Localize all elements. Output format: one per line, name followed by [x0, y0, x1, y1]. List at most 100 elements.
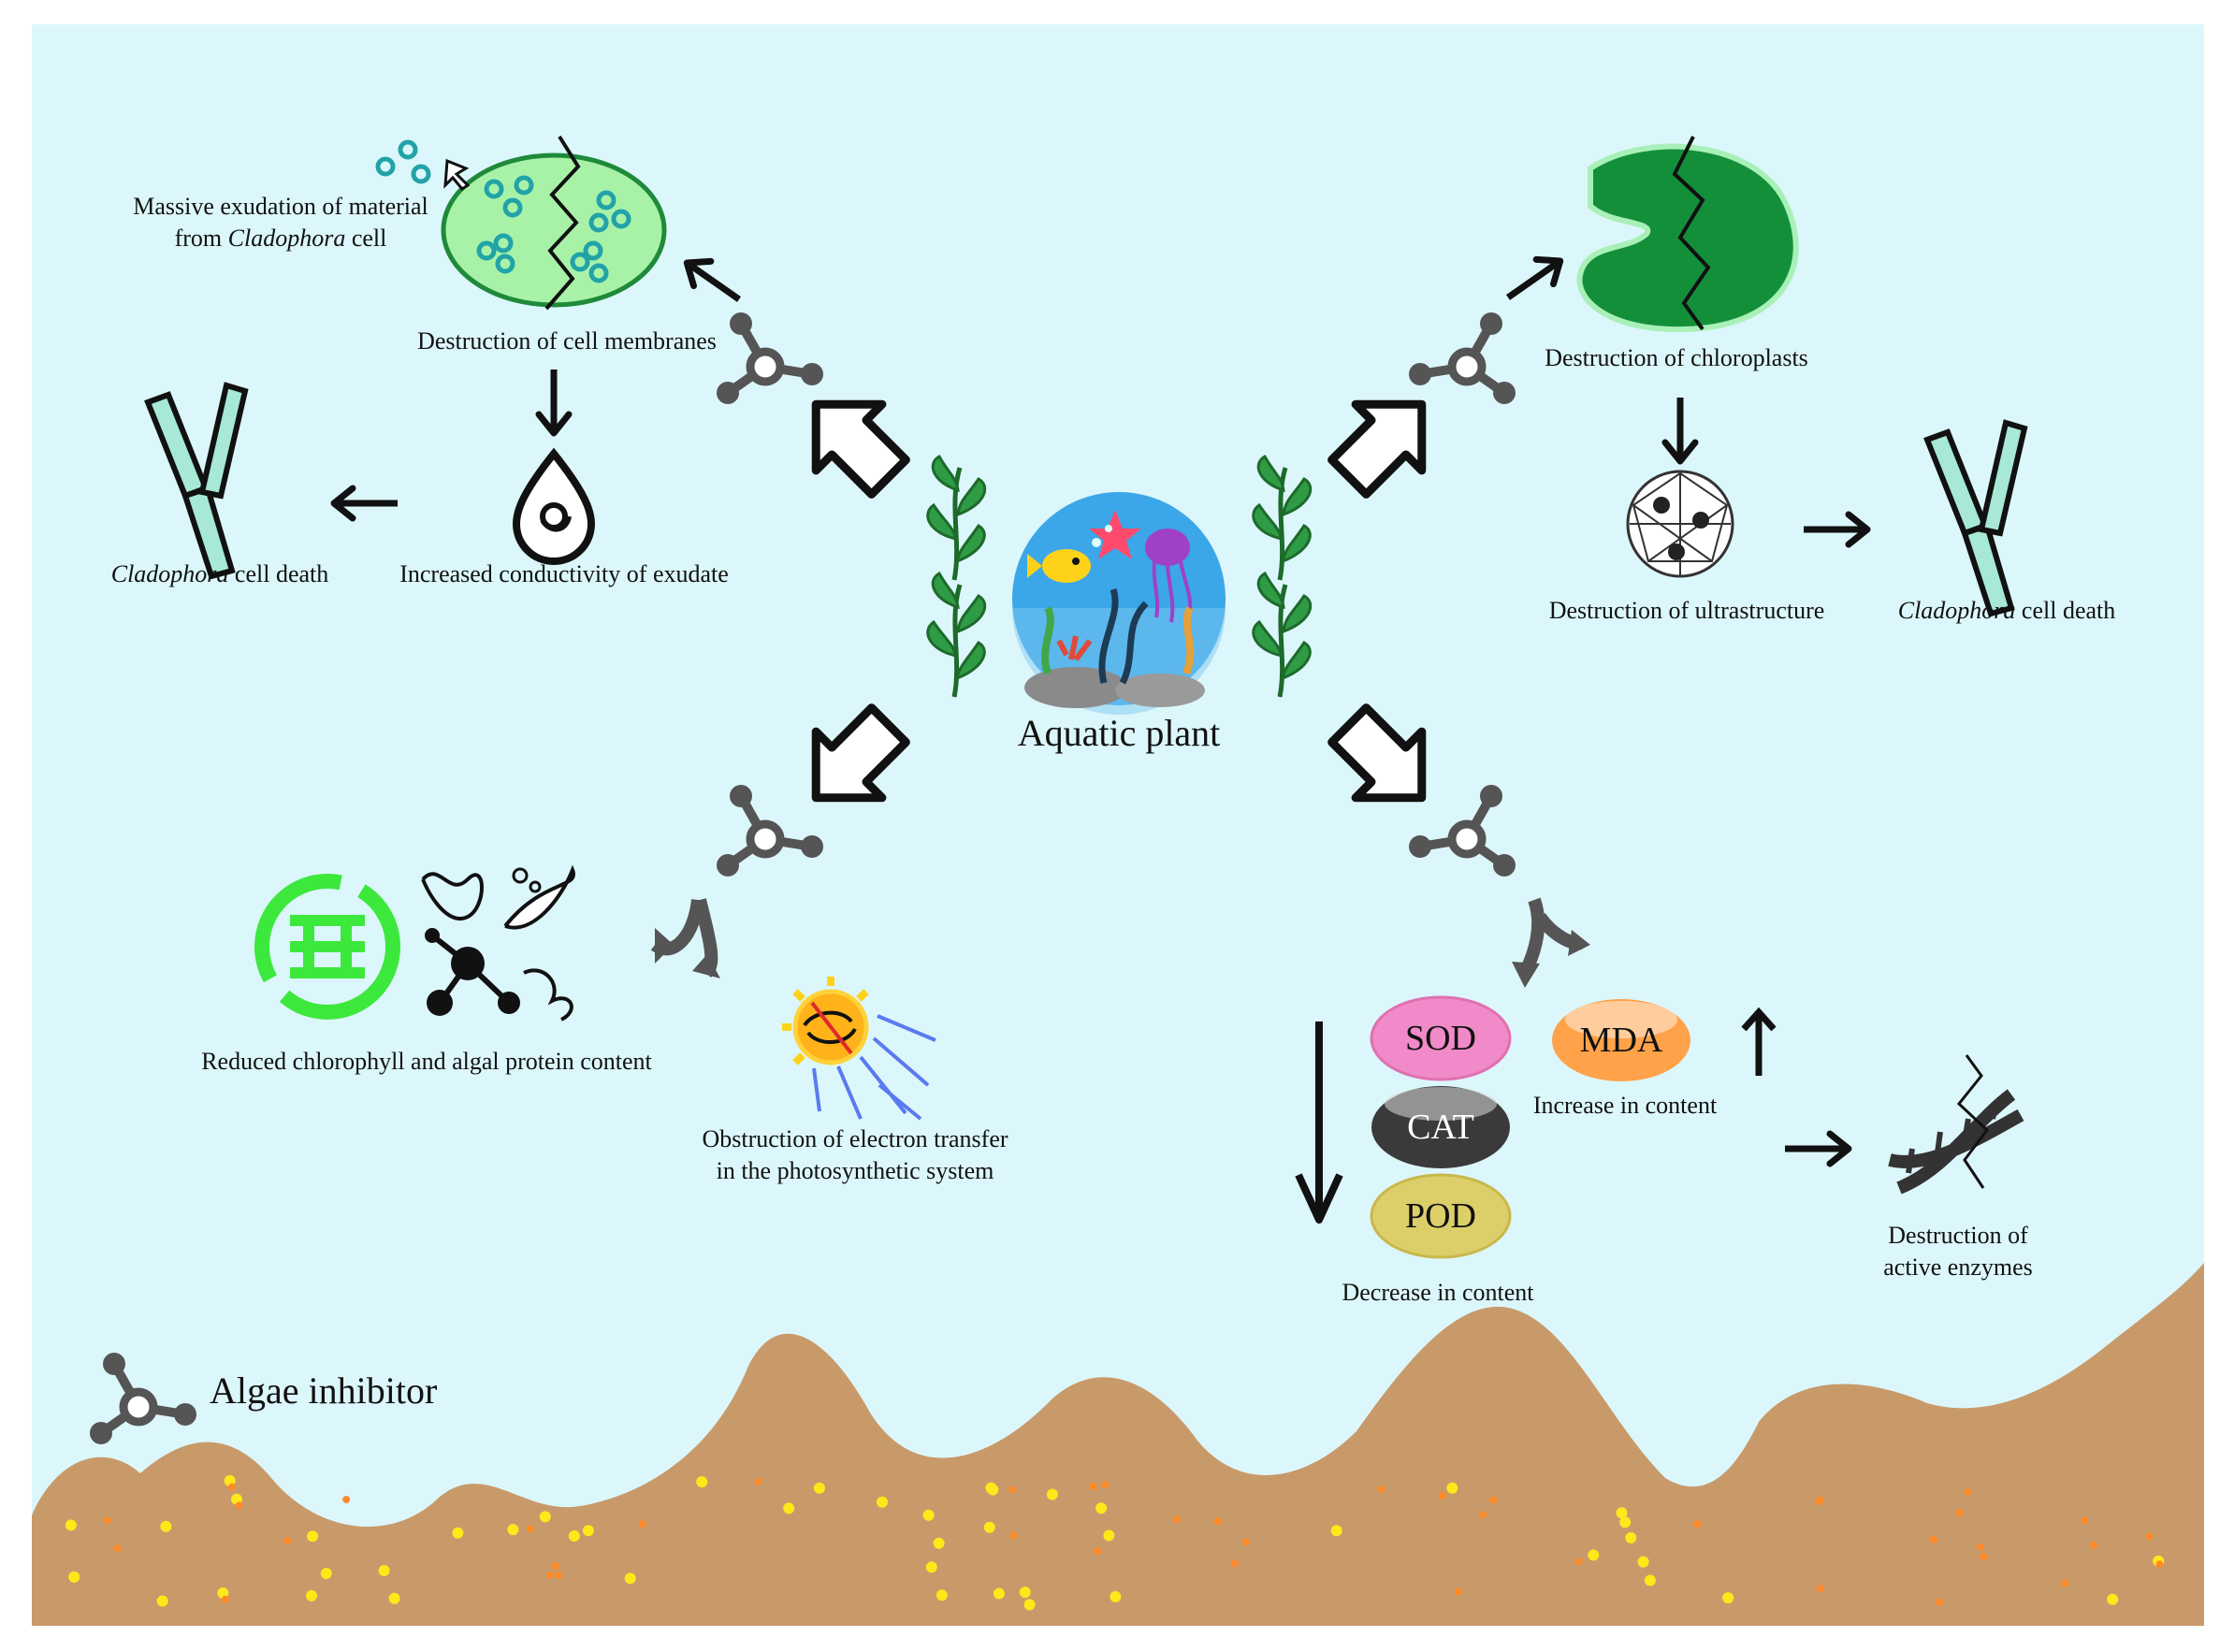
blocked-sun-icon	[782, 977, 936, 1121]
sediment-dot	[1693, 1520, 1702, 1529]
ultrastructure-icon	[1626, 470, 1734, 578]
sediment-dot	[1438, 1492, 1446, 1500]
sediment-dot	[1046, 1488, 1058, 1500]
sediment-dot	[1009, 1531, 1018, 1540]
sediment-dot	[2155, 1560, 2164, 1569]
sediment-dot	[1094, 1547, 1102, 1556]
sediment-dot	[1019, 1587, 1031, 1599]
aquatic-plant-label: Aquatic plant	[1017, 712, 1221, 754]
sediment-dot	[160, 1520, 172, 1532]
sediment-dot	[306, 1589, 317, 1601]
dna-icon	[1888, 1054, 2024, 1195]
sediment-dot	[1955, 1509, 1964, 1516]
legend-label: Algae inhibitor	[210, 1369, 438, 1412]
sediment-dot	[1095, 1502, 1108, 1514]
enzymes-label-line2: active enzymes	[1883, 1253, 2033, 1281]
sediment-dot	[1242, 1538, 1251, 1546]
sediment-dot	[1722, 1592, 1734, 1604]
sediment-dot	[555, 1572, 563, 1579]
sediment-dot	[1936, 1598, 1944, 1606]
sediment-dot	[1616, 1507, 1628, 1519]
sediment-dot	[1377, 1485, 1385, 1494]
sediment-dot	[113, 1544, 122, 1553]
sediment-dot	[1980, 1552, 1988, 1560]
sediment-dot	[1172, 1515, 1181, 1524]
water-background	[32, 24, 2204, 1626]
sediment-dot	[65, 1519, 77, 1531]
sediment-dot	[638, 1520, 646, 1529]
sod-oval	[1370, 995, 1512, 1081]
damaged-cell-icon	[375, 135, 667, 311]
sediment-dot	[936, 1589, 948, 1601]
sediment-dot	[2107, 1593, 2119, 1605]
pod-oval	[1370, 1173, 1512, 1259]
sediment-dot	[1023, 1599, 1036, 1611]
exudation-label-line1: Massive exudation of material	[133, 193, 428, 220]
electron-label-line1: Obstruction of electron transfer	[702, 1125, 1008, 1152]
sediment-dot	[1815, 1498, 1823, 1505]
sediment-dot	[696, 1476, 708, 1488]
sediment-dot	[985, 1482, 997, 1494]
sediment-dot	[1213, 1517, 1222, 1526]
cell-death-label-right: Cladophora cell death	[1897, 597, 2116, 624]
sediment-dot	[378, 1565, 390, 1576]
sediment-dot	[1008, 1485, 1017, 1494]
sediment-dot	[933, 1537, 945, 1549]
sediment-dot	[1637, 1556, 1649, 1568]
sediment-dot	[1964, 1487, 1972, 1496]
sediment-dot	[1625, 1531, 1637, 1543]
sediment-dot	[1110, 1590, 1122, 1602]
conductivity-label: Increased conductivity of exudate	[399, 560, 729, 587]
chlorophyll-label: Reduced chlorophyll and algal protein co…	[201, 1048, 652, 1075]
sediment-dot	[1230, 1559, 1239, 1568]
sediment-dot	[993, 1587, 1005, 1600]
cat-label: CAT	[1407, 1108, 1474, 1147]
sediment-dot	[1101, 1481, 1110, 1489]
sediment-dot	[526, 1525, 534, 1533]
sediment-dot	[320, 1568, 332, 1579]
sediment-dot	[1930, 1535, 1937, 1543]
sediment-dot	[103, 1516, 111, 1525]
chloroplast-icon	[1576, 136, 1799, 333]
sediment-dot	[1816, 1585, 1824, 1593]
sod-label: SOD	[1404, 1019, 1477, 1058]
increase-label: Increase in content	[1532, 1092, 1718, 1119]
protein-molecules-icon	[421, 864, 575, 1022]
ultrastructure-label: Destruction of ultrastructure	[1548, 597, 1825, 624]
membranes-label: Destruction of cell membranes	[417, 327, 717, 355]
sediment-dot	[221, 1595, 229, 1603]
enzymes-label-line1: Destruction of	[1888, 1222, 2028, 1249]
sediment-dot	[877, 1496, 888, 1508]
sediment-dot	[1446, 1482, 1458, 1494]
sediment-dot	[582, 1525, 594, 1537]
exudation-label-line2: from Cladophora cell	[174, 225, 387, 252]
sediment-dot	[1489, 1496, 1498, 1504]
sediment-dot	[1619, 1516, 1632, 1529]
sediment-dot	[624, 1572, 636, 1585]
sediment-dot	[925, 1561, 937, 1573]
sediment-dot	[1089, 1483, 1097, 1490]
sediment-dot	[1588, 1549, 1600, 1561]
sediment-dot	[983, 1521, 995, 1533]
sediment-dot	[568, 1530, 580, 1542]
sediment-dot	[546, 1571, 555, 1579]
sediment-dot	[1644, 1574, 1656, 1587]
sediment-dot	[813, 1482, 825, 1494]
sediment-dot	[1574, 1558, 1583, 1566]
electron-label-line2: in the photosynthetic system	[716, 1157, 994, 1184]
sediment-dot	[1976, 1543, 1984, 1551]
sediment-dot	[1103, 1529, 1115, 1542]
sediment-dot	[1479, 1511, 1487, 1519]
sediment-dot	[783, 1502, 795, 1514]
decrease-label: Decrease in content	[1342, 1279, 1534, 1306]
sediment-dot	[754, 1477, 762, 1485]
sediment-dot	[2090, 1542, 2098, 1549]
pod-label: POD	[1404, 1196, 1477, 1236]
sediment-dot	[156, 1595, 168, 1607]
sediment-dot	[922, 1509, 935, 1521]
sediment-dot	[2145, 1532, 2154, 1541]
sediment-dot	[2061, 1579, 2069, 1587]
sediment-dot	[551, 1562, 559, 1571]
